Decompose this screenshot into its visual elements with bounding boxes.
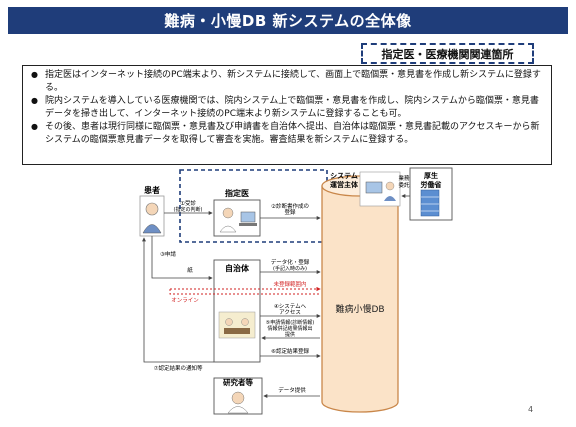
online-label: オンライン <box>171 297 199 304</box>
access-label-2: アクセス <box>279 309 301 316</box>
apply-arrow <box>151 236 213 280</box>
designated-doctor-legend: 指定医・医療機関関連箇所 <box>361 43 534 64</box>
notify-label: ⑦認定結果の通知等 <box>154 364 203 372</box>
access-label: ④システムへ <box>274 303 307 310</box>
municipality-label: 自治体 <box>225 263 250 273</box>
online-line <box>169 289 320 295</box>
unregistered-label: 未登録範囲内 <box>273 280 306 288</box>
data-reg-label: データ化・登録 <box>271 258 310 266</box>
mhlw-label-1: 厚生 <box>424 171 438 180</box>
mhlw-node <box>409 167 453 221</box>
researcher-node <box>213 377 263 415</box>
page-number: 4 <box>528 405 534 414</box>
notify-arrow <box>142 237 214 363</box>
operator-label-1: システム <box>330 172 358 180</box>
page-title: 難病・小慢DB 新システムの全体像 <box>164 12 412 30</box>
commission-label-1: 業務 <box>398 174 410 182</box>
data-reg-sub-label: (手記入時のみ) <box>273 265 307 272</box>
visit-label: ①受診 <box>180 199 196 207</box>
summary-bullets: 指定医はインターネット接続のPC端末より、新システムに接続して、画面上で臨個票・… <box>22 65 552 165</box>
patient-node <box>139 195 165 237</box>
commission-label-2: 委託 <box>398 181 410 189</box>
researcher-label: 研究者等 <box>223 377 253 387</box>
register-label: ②診断書作成の <box>271 202 309 210</box>
municipality-node <box>213 259 261 363</box>
visit-sub-label: (指定の判断) <box>174 206 203 213</box>
patient-label: 患者 <box>144 185 160 195</box>
database-cylinder <box>321 175 399 413</box>
bullet-item: その後、患者は現行同様に臨個票・意見書及び申請書を自治体へ提出、自治体は臨個票・… <box>31 121 543 146</box>
db-label: 難病小慢DB <box>335 303 384 315</box>
fetch-label-1: ⑤申請情報(診断情報) <box>266 319 314 326</box>
apply-label: ③申請 <box>160 250 176 258</box>
fetch-label-3: 提供 <box>285 331 295 338</box>
data-provide-label: データ提供 <box>278 386 306 394</box>
bullet-item: 指定医はインターネット接続のPC端末より、新システムに接続して、画面上で臨個票・… <box>31 69 543 94</box>
mhlw-label-2: 労働省 <box>421 180 442 189</box>
operator-label-2: 運営主体 <box>330 180 359 189</box>
register-label-2: 登録 <box>284 208 296 216</box>
doctor-node <box>213 199 261 237</box>
bullet-item: 院内システムを導入している医療機関では、院内システム上で臨個票・意見書を作成し、… <box>31 95 543 120</box>
result-reg-label: ⑥認定結果登録 <box>271 347 309 355</box>
operator-node <box>359 171 401 207</box>
fetch-label-2: 情報併記結果情報出 <box>267 325 312 332</box>
doctor-label: 指定医 <box>225 188 249 198</box>
paper-label: 紙 <box>187 266 193 274</box>
title-bar: 難病・小慢DB 新システムの全体像 <box>8 7 568 34</box>
